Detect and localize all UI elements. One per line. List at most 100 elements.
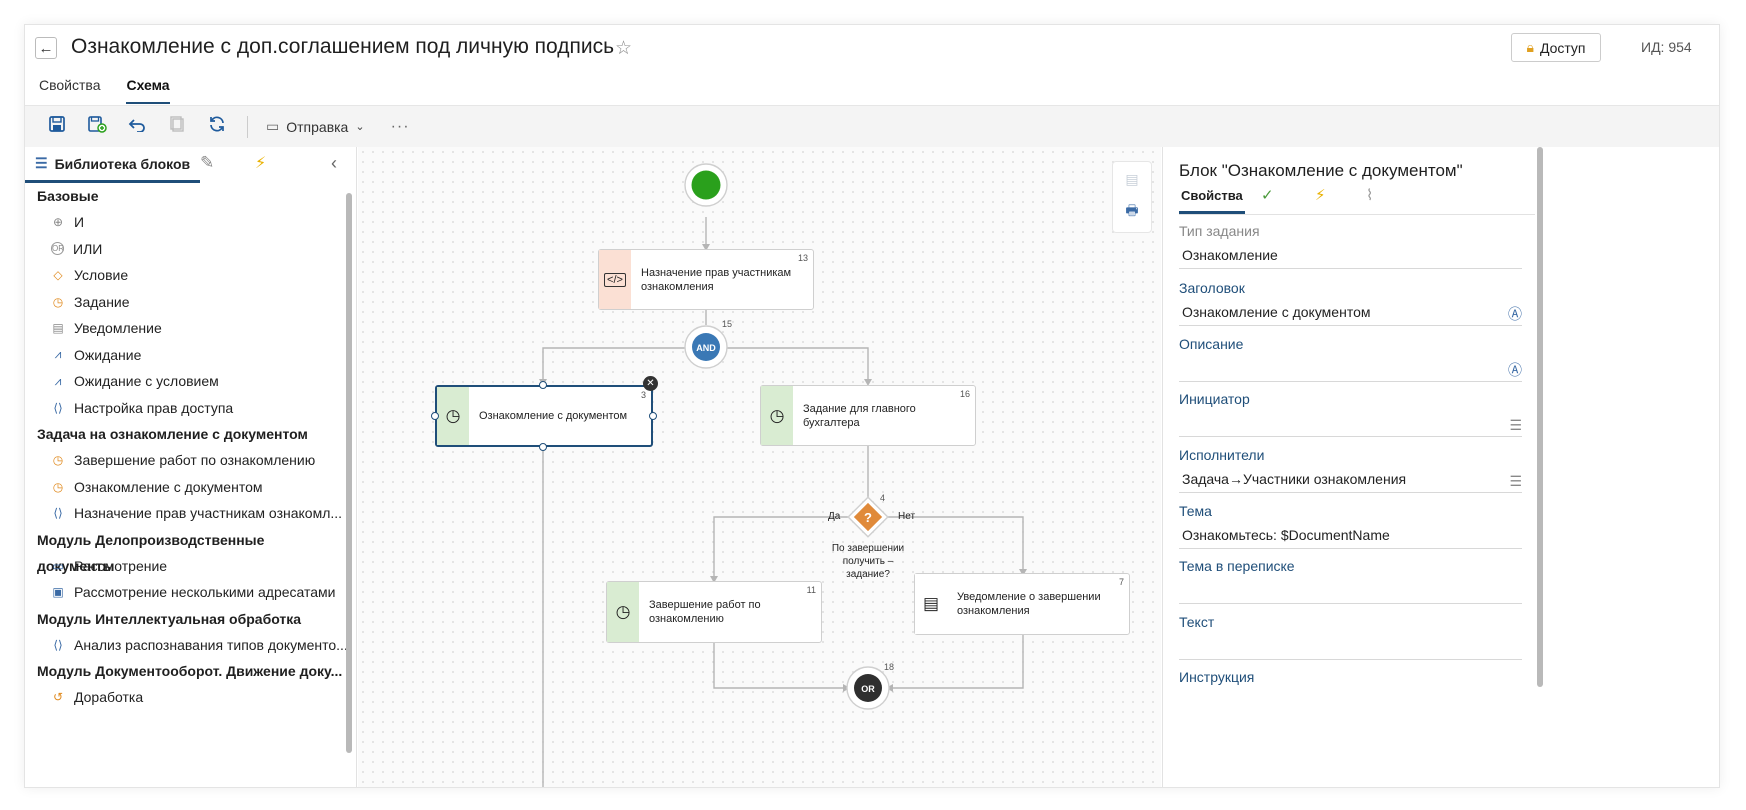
library-item-and[interactable]: ⊕И [37,209,343,236]
bolt-icon[interactable]: ⚡︎ [255,155,267,172]
tab-block-library[interactable]: ☰ Библиотека блоков [25,147,201,183]
access-label: Доступ [1539,39,1586,56]
group-title: Задача на ознакомление с документом [37,426,308,442]
task-type-input[interactable]: Ознакомление [1179,245,1522,269]
diagram-block-11[interactable]: ◷ Завершение работ по ознакомлению 11 [606,581,822,643]
block-label: Ознакомление с документом [479,410,628,422]
diagram-block-7[interactable]: ▤ Уведомление о завершении ознакомления … [914,573,1130,635]
access-button[interactable]: 🔒︎ Доступ [1511,33,1601,62]
initiator-input[interactable]: ☰ [1179,413,1522,437]
template-icon[interactable]: Ⓐ [1508,362,1522,378]
library-item[interactable]: ◷ Завершение работ по ознакомлению [37,447,343,474]
properties-scrollbar[interactable] [1537,147,1543,687]
send-dropdown[interactable]: ▭ Отправка ⌄ [258,118,373,135]
wait-condition-icon: ⩘ [54,373,62,388]
collapse-panel-icon[interactable]: ‹ [331,153,337,173]
or-gateway-number: 18 [884,662,895,672]
library-item-condition[interactable]: ◇Условие [37,262,343,289]
item-label: Задание [74,293,130,310]
field-label: Текст [1179,614,1215,630]
chevron-down-icon: ⌄ [355,121,365,133]
item-label: ИЛИ [73,240,103,257]
script-icon: ⟨⟩ [53,400,63,415]
and-gateway-number: 15 [722,319,733,329]
resize-handle[interactable] [539,443,547,451]
undo-icon [128,116,146,138]
clock-icon: ◷ [607,582,639,642]
condition-caption-line: По завершении [831,543,905,554]
field-correspondence-subject: Тема в переписке [1179,558,1522,604]
save-as-button[interactable] [77,111,117,143]
library-item[interactable]: ▣ Рассмотрение несколькими адресатами [37,579,343,606]
save-icon [48,115,66,139]
library-item[interactable]: ⟨⟩Анализ распознавания типов документо..… [37,632,348,659]
tab-scheme[interactable]: Схема [126,77,170,104]
text-input[interactable] [1179,636,1522,660]
item-label: И [74,214,85,231]
review-multi-icon: ▣ [52,585,64,600]
field-value: Ознакомьтесь: $DocumentName [1182,527,1390,543]
back-button[interactable]: ← [35,37,57,59]
library-item-notice[interactable]: ▤Уведомление [37,315,343,342]
library-item-wait-condition[interactable]: ⩘Ожидание с условием [37,368,343,395]
bolt-icon[interactable]: ⚡︎ [1315,187,1326,204]
tools-icon[interactable]: ✎ [200,153,215,172]
tab-properties[interactable]: Свойства [39,77,101,93]
and-icon: ⊕ [52,215,64,230]
copy-button[interactable] [157,111,197,143]
copy-icon [169,115,185,139]
tab-block-properties[interactable]: Свойства [1179,185,1245,214]
refresh-button[interactable] [197,111,237,143]
paperclip-icon[interactable]: ⌇ [1366,187,1374,204]
item-label: Рассмотрение несколькими адресатами [74,584,336,601]
library-scrollbar[interactable] [346,193,352,753]
item-label: Завершение работ по ознакомлению [74,452,316,469]
library-tab-label: Библиотека блоков [54,155,191,172]
library-item-wait[interactable]: ⩘Ожидание [37,342,343,369]
export-pdf-icon[interactable]: 🖶︎ [1125,201,1139,218]
field-label: Инициатор [1179,391,1250,407]
library-item[interactable]: ▭Рассмотрение [37,553,343,580]
block-label: Задание для главного бухгалтера [803,402,916,429]
settings-sliders-icon[interactable]: ☰ [1509,473,1522,489]
save-button[interactable] [37,111,77,143]
field-label: Исполнители [1179,447,1265,463]
diagram-block-13[interactable]: </> Назначение прав участникам ознакомле… [598,249,814,310]
library-item-access-rights[interactable]: ⟨⟩Настройка прав доступа [37,395,343,422]
save-as-icon [87,115,107,139]
settings-sliders-icon[interactable]: ☰ [1509,417,1522,433]
subject-input[interactable]: Ознакомьтесь: $DocumentName [1179,525,1522,549]
description-input[interactable]: Ⓐ [1179,358,1522,382]
open-external-icon[interactable]: ↗ [1719,37,1720,54]
library-item[interactable]: ◷Ознакомление с документом [37,474,343,501]
arrow-left-icon: ← [38,39,54,57]
item-label: Ознакомление с документом [74,478,263,495]
diagram-canvas[interactable]: AND ? OR 15 4 18 Да Нет По завершении по… [358,147,1161,787]
check-list-icon[interactable]: ✓ [1261,187,1274,204]
rework-icon: ↺ [52,690,64,705]
undo-button[interactable] [117,111,157,143]
diagram-block-3[interactable]: ◷ Ознакомление с документом 3 [435,385,653,447]
correspondence-subject-input[interactable] [1179,580,1522,604]
resize-handle[interactable] [539,381,547,389]
resize-handle[interactable] [649,412,657,420]
more-icon[interactable]: ··· [390,117,410,135]
diagram-block-16[interactable]: ◷ Задание для главного бухгалтера 16 [760,385,976,446]
resize-handle[interactable] [431,412,439,420]
review-icon: ▭ [52,558,64,573]
wait-icon: ⩘ [54,347,62,362]
field-value: Ознакомление [1182,247,1278,263]
field-description: Описание Ⓐ [1179,336,1522,382]
library-item[interactable]: ⟨⟩Назначение прав участникам ознакомл... [37,500,343,527]
star-icon[interactable]: ☆ [615,38,633,59]
library-item-task[interactable]: ◷Задание [37,289,343,316]
performers-input[interactable]: Задача→Участники ознакомления☰ [1179,469,1522,493]
task-clock-icon: ◷ [52,453,64,468]
template-icon[interactable]: Ⓐ [1508,306,1522,322]
library-item[interactable]: ↺Доработка [37,684,343,711]
export-image-icon[interactable]: ▤ [1125,170,1139,187]
condition-number: 4 [880,493,886,503]
delete-block-button[interactable]: ✕ [643,376,658,391]
